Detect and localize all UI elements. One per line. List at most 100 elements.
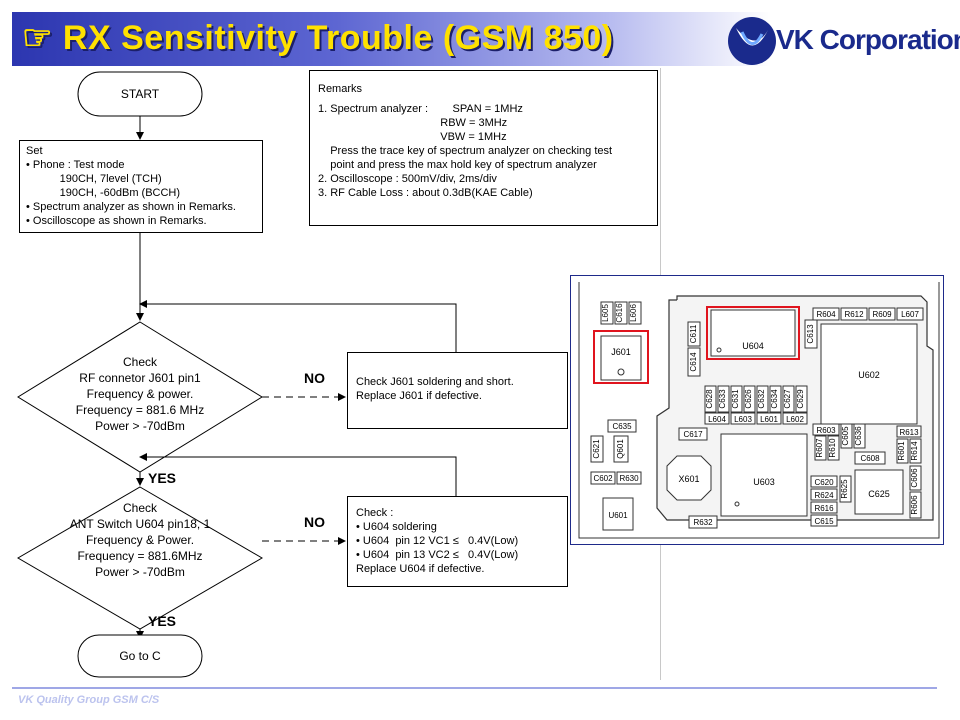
pcb-label: U602 [858, 370, 880, 380]
decision-1-line: RF connetor J601 pin1 [79, 371, 201, 385]
decision-2-line: ANT Switch U604 pin18, 1 [70, 517, 211, 531]
set-box: Set • Phone : Test mode 190CH, 7level (T… [19, 140, 263, 233]
check-line: • U604 pin 12 VC1 ≤ 0.4V(Low) [356, 535, 519, 547]
yes-label-1: YES [148, 470, 176, 486]
end-label: Go to C [119, 649, 161, 663]
pcb-label: R603 [816, 426, 836, 435]
set-line: 190CH, -60dBm (BCCH) [26, 187, 181, 199]
decision-2-line: Check [123, 501, 158, 515]
remarks-line: VBW = 1MHz [318, 131, 507, 143]
check-box-1: Check J601 soldering and short. Replace … [347, 352, 568, 429]
pcb-label: C617 [683, 430, 703, 439]
decision-2-line: Power > -70dBm [95, 565, 185, 579]
vk-logo [728, 17, 776, 65]
pcb-label: C616 [615, 303, 624, 323]
pcb-label: C626 [744, 389, 753, 409]
pcb-label: L602 [786, 415, 804, 424]
pcb-label: C615 [814, 517, 834, 526]
no-label-2: NO [304, 514, 325, 530]
pcb-label: L601 [760, 415, 778, 424]
decision-2-text: Check ANT Switch U604 pin18, 1 Frequency… [70, 501, 211, 579]
pcb-label: R632 [693, 518, 713, 527]
pcb-label: R624 [814, 491, 834, 500]
set-line: • Phone : Test mode [26, 159, 125, 171]
pcb-label: C632 [757, 389, 766, 409]
pcb-label: R614 [910, 441, 919, 461]
decision-1-line: Check [123, 355, 158, 369]
check-line: Replace U604 if defective. [356, 563, 485, 575]
pcb-label: C608 [860, 454, 880, 463]
pcb-label: R601 [897, 441, 906, 461]
start-label: START [121, 87, 160, 101]
remarks-line: Remarks [318, 83, 363, 95]
pcb-label: C631 [731, 389, 740, 409]
pcb-label: C634 [770, 389, 779, 409]
pcb-label: L606 [629, 304, 638, 322]
pcb-label: U601 [608, 511, 628, 520]
decision-1-line: Frequency = 881.6 MHz [76, 403, 204, 417]
pcb-label: C633 [718, 389, 727, 409]
pcb-label: R613 [899, 428, 919, 437]
end-terminal [77, 634, 203, 678]
remarks-line: point and press the max hold key of spec… [318, 159, 597, 171]
pcb-label: R607 [815, 438, 824, 458]
pcb-label: L607 [901, 310, 919, 319]
pcb-label: U603 [753, 477, 775, 487]
yes-label-2: YES [148, 613, 176, 629]
footer-text: VK Quality Group GSM C/S [18, 694, 160, 706]
page-title: ☞ RX Sensitivity Trouble (GSM 850) [22, 19, 614, 57]
decision-1-line: Frequency & power. [87, 387, 194, 401]
check-line: Replace J601 if defective. [356, 390, 482, 402]
check-line: • U604 pin 13 VC2 ≤ 0.4V(Low) [356, 549, 519, 561]
pcb-label: C627 [783, 389, 792, 409]
set-line: • Spectrum analyzer as shown in Remarks. [26, 201, 236, 213]
pcb-layout-image: L605 C616 L606 J601 C614 C611 U604 C613 … [570, 275, 944, 545]
title-bar [12, 12, 938, 66]
decision-1-text: Check RF connetor J601 pin1 Frequency & … [76, 355, 204, 433]
footer-divider [12, 687, 937, 689]
pcb-label: C613 [806, 324, 815, 344]
pcb-label: C621 [592, 439, 601, 459]
check-line: Check : [356, 507, 394, 519]
pcb-label: L604 [708, 415, 726, 424]
pcb-label: R604 [816, 310, 836, 319]
pcb-label: X601 [678, 474, 699, 484]
pcb-label: R606 [910, 495, 919, 515]
check-line: Check J601 soldering and short. [356, 376, 514, 388]
pcb-label: C602 [593, 474, 613, 483]
flowchart: START Check RF connetor J601 pin1 Freque… [17, 71, 457, 678]
pcb-label: L603 [734, 415, 752, 424]
pcb-label: C625 [868, 489, 890, 499]
pcb-label: R616 [814, 504, 834, 513]
no-label-1: NO [304, 370, 325, 386]
set-line: • Oscilloscope as shown in Remarks. [26, 215, 207, 227]
pcb-label: C614 [689, 352, 698, 372]
pcb-label: U604 [742, 341, 764, 351]
set-line: 190CH, 7level (TCH) [26, 173, 162, 185]
j601-highlight [593, 330, 649, 384]
u604-highlight [706, 306, 800, 360]
pcb-label: Q601 [616, 439, 625, 459]
pcb-label: C636 [854, 426, 863, 446]
check-box-2: Check : • U604 soldering • U604 pin 12 V… [347, 496, 568, 587]
pcb-label: C605 [841, 426, 850, 446]
check-line: • U604 soldering [356, 521, 437, 533]
remarks-line: 1. Spectrum analyzer : SPAN = 1MHz [318, 103, 523, 115]
decision-2-line: Frequency & Power. [86, 533, 194, 547]
pcb-label: R630 [619, 474, 639, 483]
pcb-label: C635 [612, 422, 632, 431]
decision-1-line: Power > -70dBm [95, 419, 185, 433]
decision-2-line: Frequency = 881.6MHz [77, 549, 202, 563]
pcb-label: L605 [601, 304, 610, 322]
pcb-label: R625 [840, 479, 849, 499]
pcb-label: R609 [872, 310, 892, 319]
pcb-label: R612 [844, 310, 864, 319]
remarks-line: Press the trace key of spectrum analyzer… [318, 145, 613, 157]
pcb-label: C611 [689, 324, 698, 343]
pcb-label: C620 [814, 478, 834, 487]
remarks-line: RBW = 3MHz [318, 117, 508, 129]
pcb-label: C606 [910, 468, 919, 488]
logo-text: VK Corporation [776, 24, 960, 55]
pcb-label: J601 [611, 347, 631, 357]
remarks-line: 3. RF Cable Loss : about 0.3dB(KAE Cable… [318, 187, 533, 199]
